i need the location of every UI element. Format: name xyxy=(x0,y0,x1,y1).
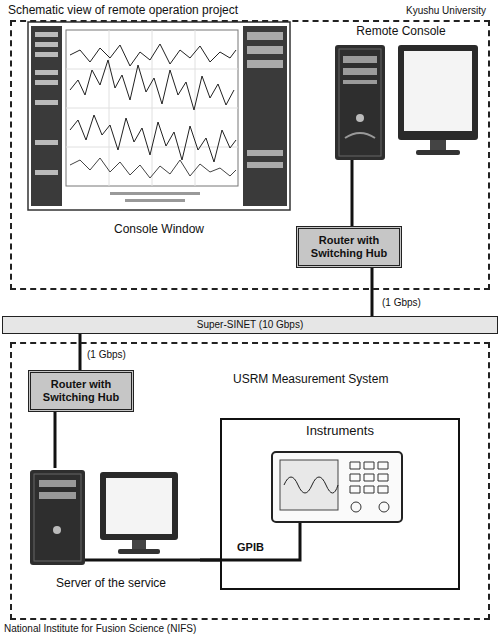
monitor-frame xyxy=(398,45,478,140)
network-link xyxy=(79,334,82,370)
instrument-body xyxy=(272,452,402,522)
left-panel xyxy=(31,26,62,206)
tower-case xyxy=(30,470,85,565)
waveform xyxy=(284,477,338,493)
router-box: Router with Switching Hub xyxy=(28,370,134,412)
signal-trace xyxy=(70,158,236,178)
gpib-cable xyxy=(220,522,300,560)
drive-slots xyxy=(343,56,377,84)
instrument-buttons xyxy=(350,462,388,493)
router-box: Router with Switching Hub xyxy=(296,226,402,268)
tower-bezel xyxy=(339,49,381,156)
instrument-knob xyxy=(379,502,389,512)
signal-trace xyxy=(70,44,236,66)
panel-bars xyxy=(247,32,283,168)
axis-caption-bar xyxy=(125,199,185,202)
link-label: (1 Gbps) xyxy=(86,348,127,361)
tower-bezel xyxy=(34,474,81,561)
server-node: Server of the service xyxy=(22,468,200,594)
axis-caption-bar xyxy=(110,192,200,195)
tower-case xyxy=(335,45,385,160)
measurement-instrument xyxy=(220,452,402,560)
box-heading: Instruments xyxy=(222,423,458,438)
power-button xyxy=(53,526,61,534)
monitor-base xyxy=(416,150,460,155)
router-label: Router with Switching Hub xyxy=(35,378,127,404)
instrument-knob xyxy=(351,502,361,512)
console-screenshot xyxy=(28,22,290,210)
network-band: Super-SINET (10 Gbps) xyxy=(2,316,498,334)
device-label: Server of the service xyxy=(22,576,200,590)
monitor-screen xyxy=(106,478,172,534)
router-label: Router with Switching Hub xyxy=(303,234,395,260)
site-name: Kyushu University xyxy=(12,5,488,17)
power-button xyxy=(356,114,364,122)
server-computer xyxy=(30,470,220,565)
diagram-title: Schematic view of remote operation proje… xyxy=(8,3,238,17)
site-name: National Institute for Fusion Science (N… xyxy=(4,623,480,634)
tower-logo xyxy=(345,133,375,138)
monitor-stand xyxy=(430,140,446,150)
monitor-base xyxy=(118,549,160,554)
link-label: GPIB xyxy=(236,541,265,554)
network-label: Super-SINET (10 Gbps) xyxy=(197,319,304,331)
signal-trace xyxy=(70,115,236,162)
drive-slots xyxy=(39,480,76,499)
plot-grid xyxy=(66,30,238,186)
remote-console: Remote Console xyxy=(322,24,480,160)
panel-bars xyxy=(35,32,58,175)
monitor-frame xyxy=(100,472,178,540)
signal-trace xyxy=(70,60,234,110)
instrument-screen xyxy=(280,460,338,510)
network-link xyxy=(371,268,374,316)
instruments-box: Instruments xyxy=(220,418,460,590)
link-label: (1 Gbps) xyxy=(381,296,422,309)
plot-area xyxy=(66,30,238,186)
console-window: Console Window xyxy=(28,22,290,244)
window-caption: Console Window xyxy=(28,222,290,236)
device-label: Remote Console xyxy=(322,24,480,38)
monitor-screen xyxy=(404,51,472,131)
screenshot-frame xyxy=(28,22,290,210)
monitor-stand xyxy=(132,540,146,549)
system-label: USRM Measurement System xyxy=(232,373,389,386)
network-link xyxy=(351,160,354,226)
site-region: Kyushu UniversityConsole WindowRemote Co… xyxy=(10,20,490,290)
right-panel xyxy=(243,26,287,206)
network-link xyxy=(54,412,57,468)
network-link xyxy=(200,559,220,562)
remote-console-computer xyxy=(335,45,478,160)
gpib-cable xyxy=(85,559,220,562)
